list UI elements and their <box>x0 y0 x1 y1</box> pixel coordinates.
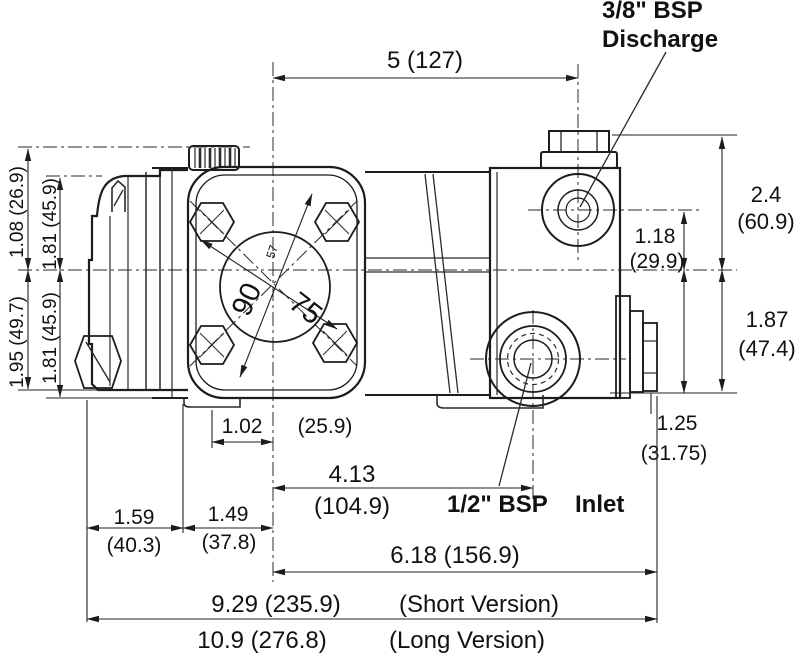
knob-body <box>188 145 240 171</box>
flange-inner <box>195 174 358 391</box>
motor-rear-cap <box>74 167 188 399</box>
dim-inlet-offset-in: 4.13 <box>329 461 376 488</box>
bolt-cross <box>199 332 225 358</box>
dim-rear-foot-mm: (40.3) <box>107 534 162 557</box>
dim-short-version-len: 9.29 (235.9) <box>211 591 340 618</box>
dim-left-outer-lower: 1.95 (49.7) <box>7 296 28 388</box>
dim-outlet-offset-mm: (31.75) <box>641 442 708 465</box>
dim-right-lower-in: 1.87 <box>746 307 789 332</box>
priming-knob <box>188 145 240 171</box>
dim-foot-width-mm: (25.9) <box>298 415 353 438</box>
discharge-port-bore <box>557 189 599 231</box>
pump-head <box>183 130 658 409</box>
discharge-label-line2: Discharge <box>602 26 718 53</box>
flange-bolt-top-right <box>313 202 361 242</box>
inlet-label-size: 1/2" BSP <box>447 491 548 518</box>
mounting-foot-left <box>183 398 241 408</box>
can-seam-line <box>424 173 451 394</box>
dim-right-lower-mm: (47.4) <box>738 336 795 361</box>
inlet-port-ring <box>499 325 567 393</box>
dim-long-version-note: (Long Version) <box>389 627 545 654</box>
flange-bolt-bottom-right <box>311 323 359 363</box>
inlet-port-thread <box>506 332 560 386</box>
terminal-bolt-slash <box>85 341 111 383</box>
brush-clip-detail <box>111 179 126 212</box>
dim-right-upper-mm: (60.9) <box>737 209 794 234</box>
dim-left-outer-upper: 1.08 (26.9) <box>7 166 28 258</box>
shaft-fitting-hex <box>642 322 658 392</box>
dim-discharge-offset-in: 1.18 <box>635 225 676 248</box>
dimensions: 5 (127) 1.08 (26.9) 1.95 (49.7) 1.81 (45… <box>7 47 796 654</box>
inlet-port-bore <box>513 339 553 379</box>
mounting-foot-right <box>436 395 544 409</box>
dim-line-flange-diag-75 <box>200 239 338 330</box>
dim-rear-foot-in: 1.59 <box>114 506 155 529</box>
dim-foot-width-in: 1.02 <box>222 415 263 438</box>
terminal-bolt-hex <box>74 335 122 389</box>
dim-flange-note: 57 <box>263 243 281 260</box>
bolt-cross <box>324 209 350 235</box>
bolt-cross <box>199 209 225 235</box>
motor-can <box>365 171 490 396</box>
dim-inlet-offset-mm: (104.9) <box>314 493 390 520</box>
brush-clip-slash <box>113 189 124 207</box>
dim-discharge-offset-mm: (29.9) <box>630 250 685 273</box>
dim-outlet-offset-in: 1.25 <box>657 412 698 435</box>
flange-outer <box>186 165 367 400</box>
dim-right-upper-in: 2.4 <box>751 182 782 207</box>
inlet-label-word: Inlet <box>575 491 624 518</box>
port-labels: 3/8" BSP Discharge 1/2" BSP Inlet <box>447 0 718 518</box>
discharge-port-boss <box>541 173 615 247</box>
discharge-boss-flange <box>540 151 618 169</box>
discharge-label-line1: 3/8" BSP <box>602 0 703 24</box>
dim-top-width: 5 (127) <box>387 47 463 74</box>
dim-long-version-len: 10.9 (276.8) <box>197 627 326 654</box>
dim-head-length: 6.18 (156.9) <box>390 542 519 569</box>
discharge-leader-line <box>579 51 667 208</box>
discharge-port-inner <box>565 197 591 223</box>
dim-mid-foot-in: 1.49 <box>208 503 249 526</box>
rear-cap-outline <box>87 168 188 392</box>
inlet-leader-line <box>498 362 532 487</box>
bolt-cross <box>322 330 348 356</box>
centerline-bolt-diagonal-1 <box>189 200 358 367</box>
inlet-port-boss <box>485 311 581 407</box>
centerline-bolt-diagonal-2 <box>189 200 358 367</box>
dim-left-inner-upper: 1.81 (45.9) <box>40 178 61 270</box>
can-seam-line <box>432 173 459 394</box>
dim-short-version-note: (Short Version) <box>399 591 559 618</box>
dim-left-inner-lower: 1.81 (45.9) <box>40 292 61 384</box>
dim-mid-foot-mm: (37.8) <box>202 531 257 554</box>
